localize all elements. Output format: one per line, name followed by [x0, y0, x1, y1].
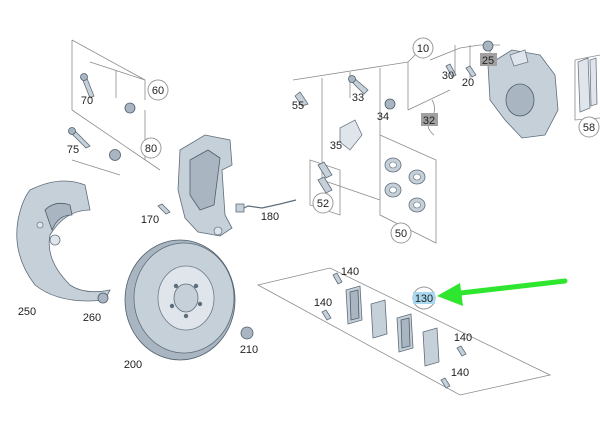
callout-250: 250 [18, 306, 36, 318]
svg-text:58: 58 [583, 122, 595, 134]
svg-text:70: 70 [81, 95, 93, 107]
callout-180: 180 [261, 211, 279, 223]
callout-50: 50 [390, 222, 412, 244]
svg-text:20: 20 [462, 77, 474, 89]
callout-70: 70 [81, 95, 93, 107]
svg-text:250: 250 [18, 306, 36, 318]
brake-disc-200 [124, 239, 236, 361]
svg-text:210: 210 [240, 344, 258, 356]
svg-text:130: 130 [415, 293, 433, 305]
callout-130: 130 [412, 286, 436, 310]
svg-text:180: 180 [261, 211, 279, 223]
svg-text:10: 10 [417, 43, 429, 55]
callout-55: 55 [292, 100, 304, 112]
svg-text:32: 32 [423, 115, 435, 127]
svg-text:30: 30 [442, 70, 454, 82]
caliper-carrier-60 [177, 134, 233, 237]
svg-text:25: 25 [482, 55, 494, 67]
guide-clip-58 [577, 57, 598, 113]
svg-text:200: 200 [124, 359, 142, 371]
spring-clip-35 [339, 119, 363, 151]
callout-140-b: 140 [314, 297, 332, 309]
svg-text:80: 80 [145, 143, 157, 155]
callout-25: 25 [480, 53, 497, 67]
brake-pads-130 [345, 285, 440, 367]
svg-text:140: 140 [454, 332, 472, 344]
bolts [68, 40, 494, 389]
callout-33: 33 [352, 92, 364, 104]
svg-text:35: 35 [330, 140, 342, 152]
svg-text:75: 75 [67, 144, 79, 156]
dust-shield-250 [16, 180, 111, 302]
callout-60: 60 [147, 79, 169, 101]
callout-20: 20 [462, 77, 474, 89]
callout-200: 200 [124, 359, 142, 371]
callout-52: 52 [312, 192, 334, 214]
svg-text:55: 55 [292, 100, 304, 112]
callout-210: 210 [240, 344, 258, 356]
svg-text:34: 34 [377, 111, 389, 123]
callout-140-a: 140 [341, 266, 359, 278]
svg-text:140: 140 [341, 266, 359, 278]
wear-sensor-180 [235, 199, 297, 213]
svg-text:60: 60 [152, 85, 164, 97]
pin-set-50 [384, 157, 426, 213]
svg-text:50: 50 [395, 228, 407, 240]
callout-80: 80 [140, 137, 162, 159]
callout-10: 10 [412, 37, 434, 59]
svg-text:33: 33 [352, 92, 364, 104]
svg-text:260: 260 [83, 312, 101, 324]
callout-32: 32 [421, 113, 438, 127]
svg-text:140: 140 [451, 367, 469, 379]
callout-35: 35 [330, 140, 342, 152]
callout-170: 170 [141, 214, 159, 226]
callout-140-c: 140 [454, 332, 472, 344]
callout-260: 260 [83, 312, 101, 324]
callout-58: 58 [578, 116, 600, 138]
callout-75: 75 [67, 144, 79, 156]
svg-text:170: 170 [141, 214, 159, 226]
callout-34: 34 [377, 111, 389, 123]
callout-30: 30 [442, 70, 454, 82]
brake-caliper-10 [487, 49, 559, 139]
svg-text:140: 140 [314, 297, 332, 309]
callout-140-d: 140 [451, 367, 469, 379]
green-arrow [437, 278, 568, 306]
svg-text:52: 52 [317, 198, 329, 210]
